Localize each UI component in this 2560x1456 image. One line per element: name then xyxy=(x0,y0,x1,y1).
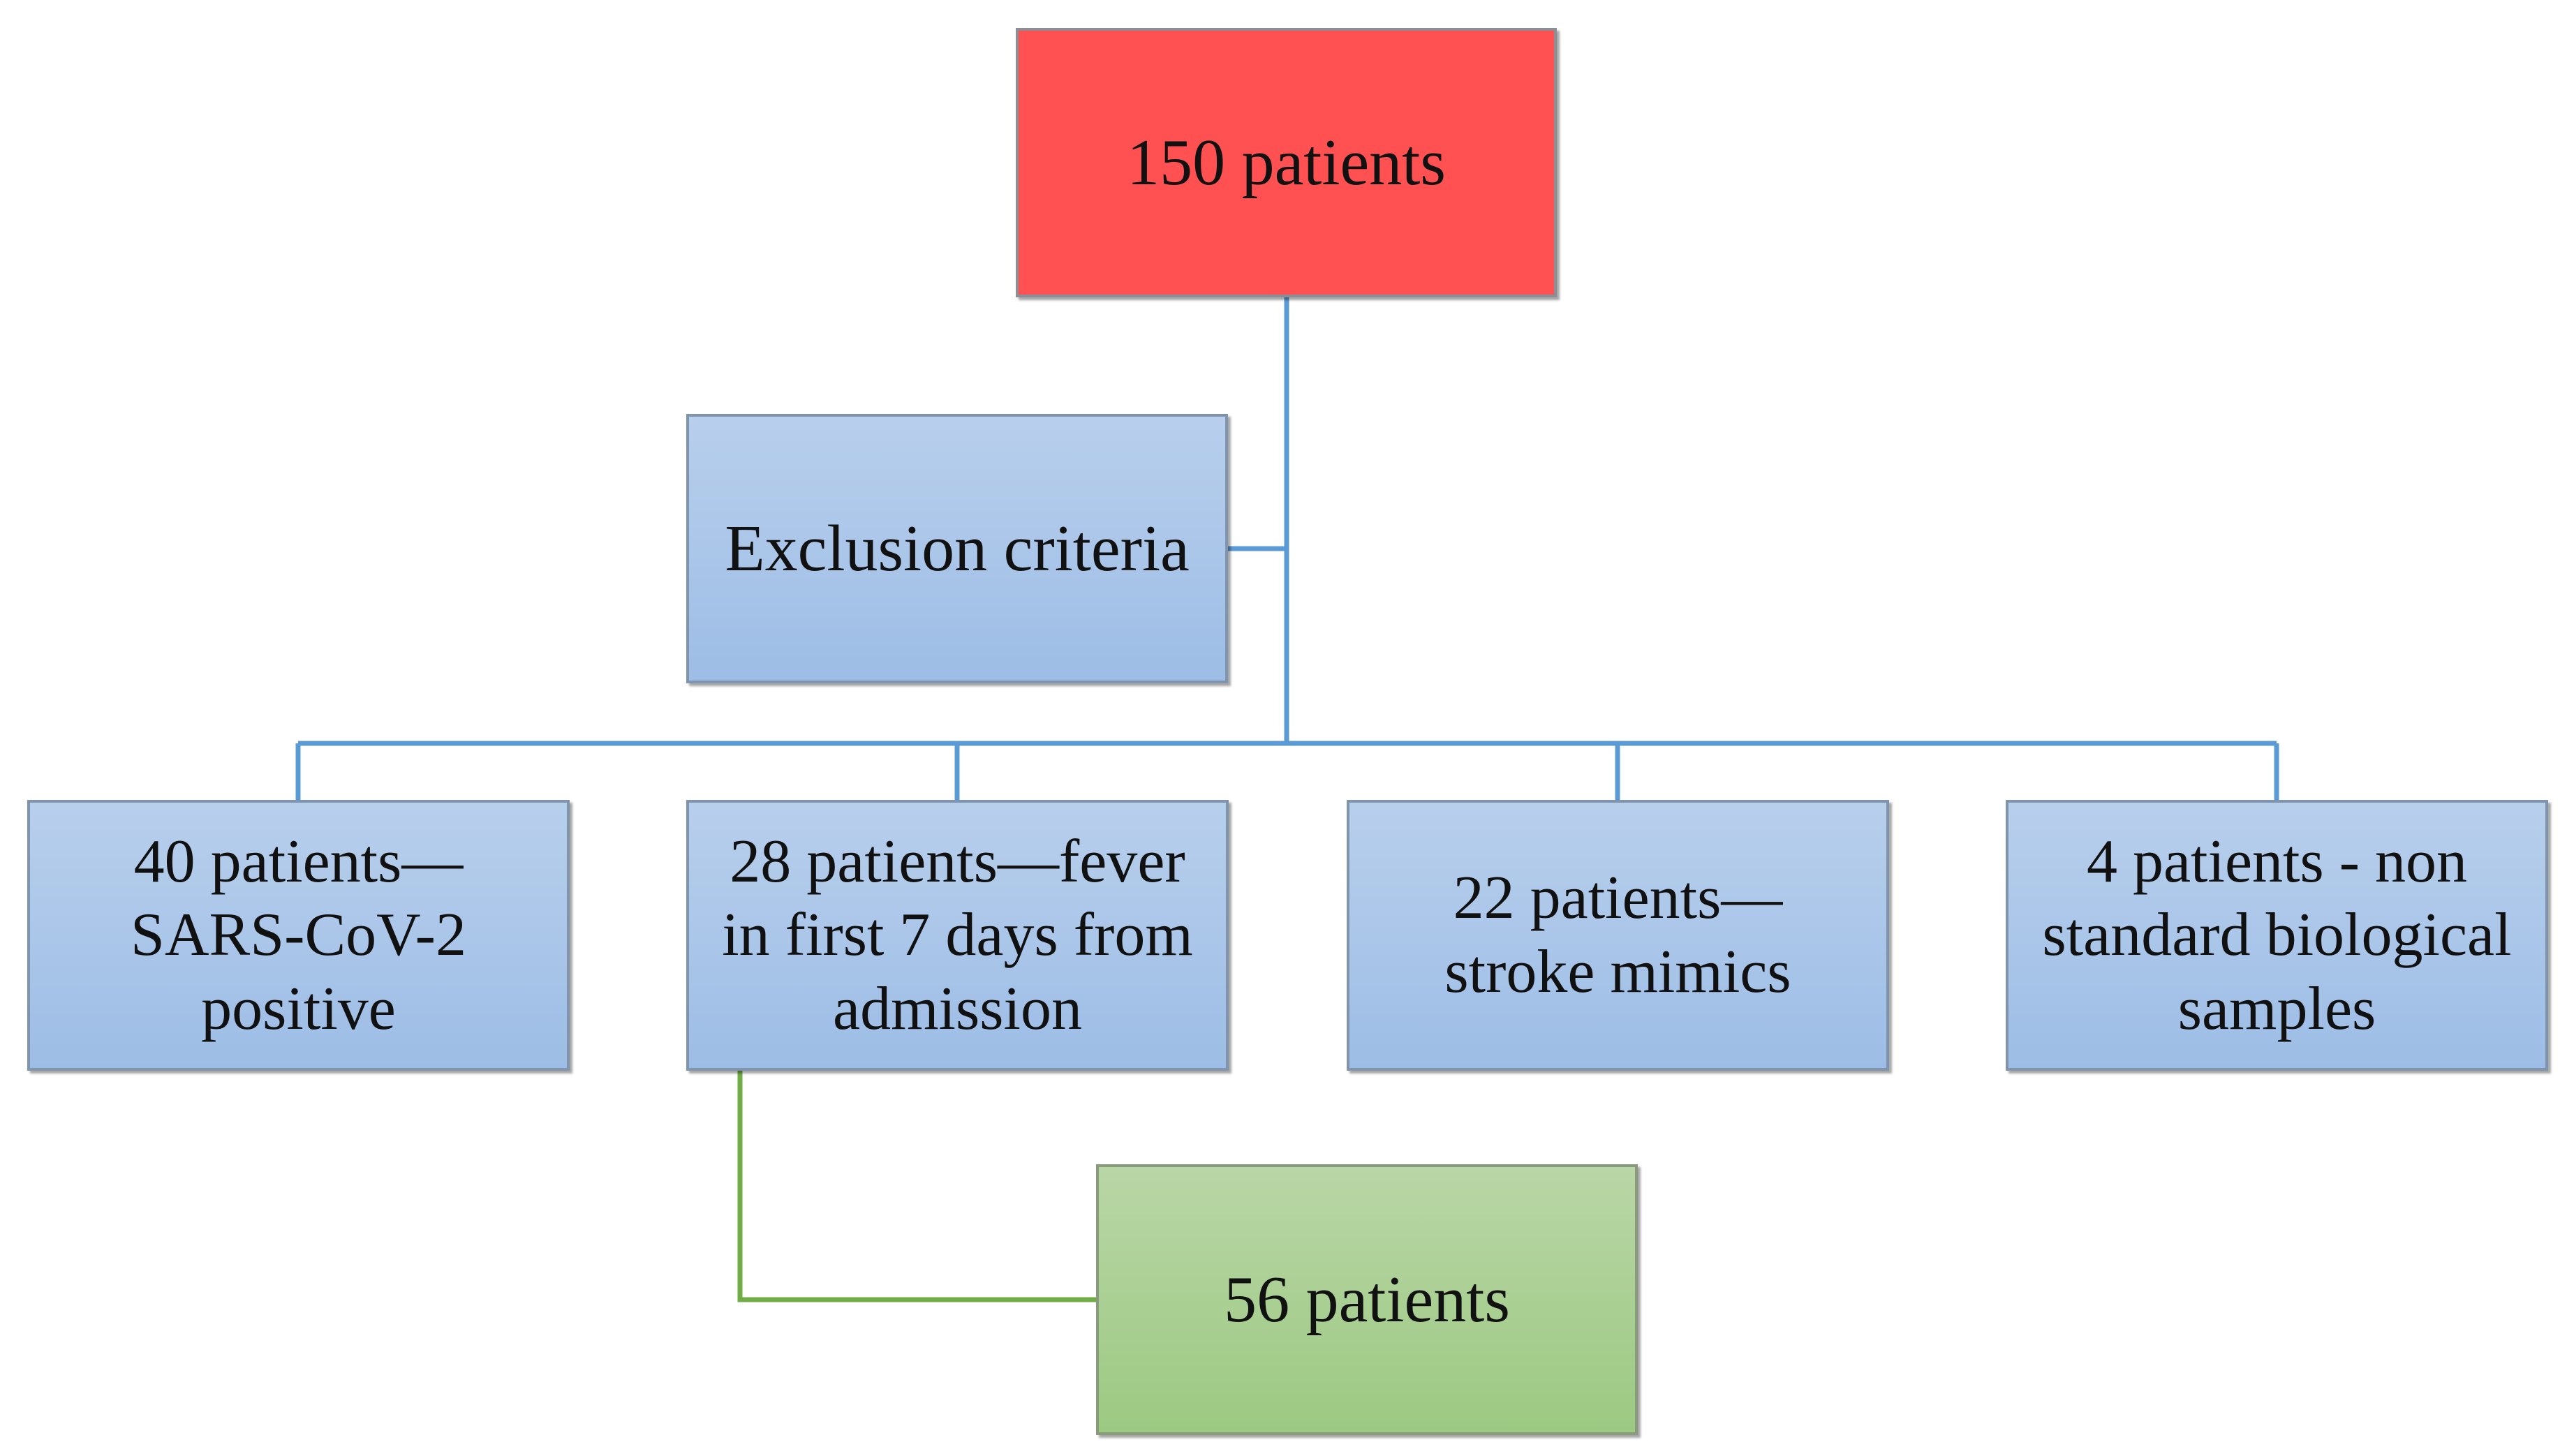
excluded-stroke-mimics-box: 22 patients— stroke mimics xyxy=(1347,800,1889,1071)
excluded-sars-line-2: SARS-CoV-2 xyxy=(131,901,466,970)
final-cohort-box: 56 patients xyxy=(1096,1164,1638,1435)
excluded-fever-line-1: 28 patients—fever xyxy=(730,827,1185,896)
excluded-sars-line-3: positive xyxy=(201,974,396,1043)
excluded-samples-line-2: standard biological xyxy=(2042,901,2512,970)
connector-top-to-exclusion xyxy=(1228,297,1289,551)
exclusion-criteria-text: Exclusion criteria xyxy=(725,512,1190,585)
excluded-samples-box: 4 patients - non standard biological sam… xyxy=(2006,800,2548,1071)
excluded-sars-cov-2-box: 40 patients— SARS-CoV-2 positive xyxy=(27,800,570,1071)
excluded-sars-line-1: 40 patients— xyxy=(133,827,464,896)
excluded-fever-line-2: in first 7 days from xyxy=(722,901,1193,970)
excluded-fever-line-3: admission xyxy=(833,974,1082,1043)
final-cohort-text: 56 patients xyxy=(1224,1263,1510,1336)
excluded-samples-line-3: samples xyxy=(2177,974,2376,1043)
excluded-samples-line-1: 4 patients - non xyxy=(2086,827,2467,896)
exclusion-criteria-box: Exclusion criteria xyxy=(686,414,1228,683)
total-patients-text: 150 patients xyxy=(1127,126,1446,199)
connector-to-final xyxy=(737,1071,1096,1302)
excluded-fever-box: 28 patients—fever in first 7 days from a… xyxy=(686,800,1229,1071)
total-patients-box: 150 patients xyxy=(1016,28,1557,297)
excluded-stroke-line-2: stroke mimics xyxy=(1444,938,1791,1006)
excluded-stroke-line-1: 22 patients— xyxy=(1453,864,1783,933)
